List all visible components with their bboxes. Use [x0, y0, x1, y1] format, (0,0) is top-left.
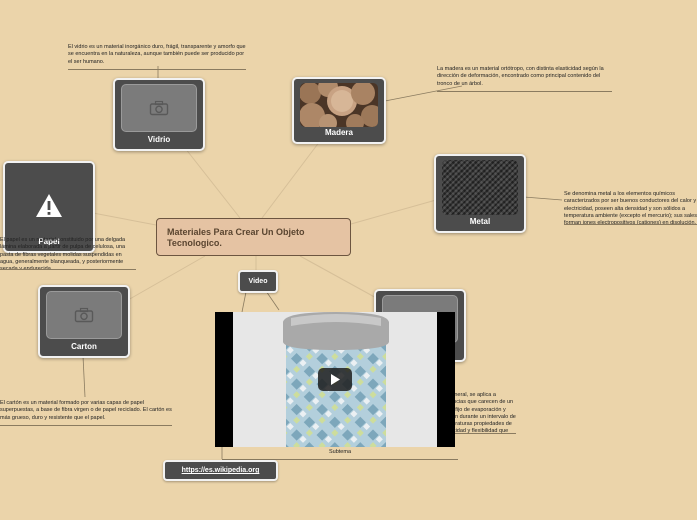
- papel-image-placeholder: [5, 193, 93, 223]
- vidrio-image-placeholder: [121, 84, 197, 132]
- papel-description: El papel es un material constituido por …: [0, 237, 136, 270]
- play-icon: [318, 368, 352, 391]
- vidrio-description: El vidrio es un material inorgánico duro…: [68, 44, 246, 70]
- madera-label: Madera: [294, 128, 384, 137]
- madera-description: La madera es un material ortótropo, con …: [437, 66, 612, 92]
- warning-icon: [35, 193, 63, 218]
- vidrio-node[interactable]: Vidrio: [113, 78, 205, 151]
- carton-label: Carton: [40, 342, 128, 351]
- vidrio-label: Vidrio: [115, 135, 203, 144]
- carton-description: El cartón es un material formado por var…: [0, 400, 172, 426]
- carton-node[interactable]: Carton: [38, 285, 130, 358]
- madera-node[interactable]: Madera: [292, 77, 386, 144]
- metal-label: Metal: [436, 217, 524, 226]
- metal-image: [442, 160, 518, 215]
- central-topic[interactable]: Materiales Para Crear Un Objeto Tecnolog…: [156, 218, 351, 256]
- metal-node[interactable]: Metal: [434, 154, 526, 233]
- video-subtopic: Subtema: [222, 449, 458, 460]
- wikipedia-link[interactable]: https://es.wikipedia.org: [163, 460, 278, 481]
- video-player[interactable]: [215, 312, 455, 447]
- metal-description: Se denomina metal a los elementos químic…: [564, 191, 697, 225]
- carton-image-placeholder: [46, 291, 122, 339]
- camera-icon: [149, 100, 169, 116]
- camera-icon: [74, 307, 94, 323]
- play-button[interactable]: [318, 368, 352, 391]
- madera-image: [300, 83, 378, 127]
- video-node[interactable]: Video: [238, 270, 278, 293]
